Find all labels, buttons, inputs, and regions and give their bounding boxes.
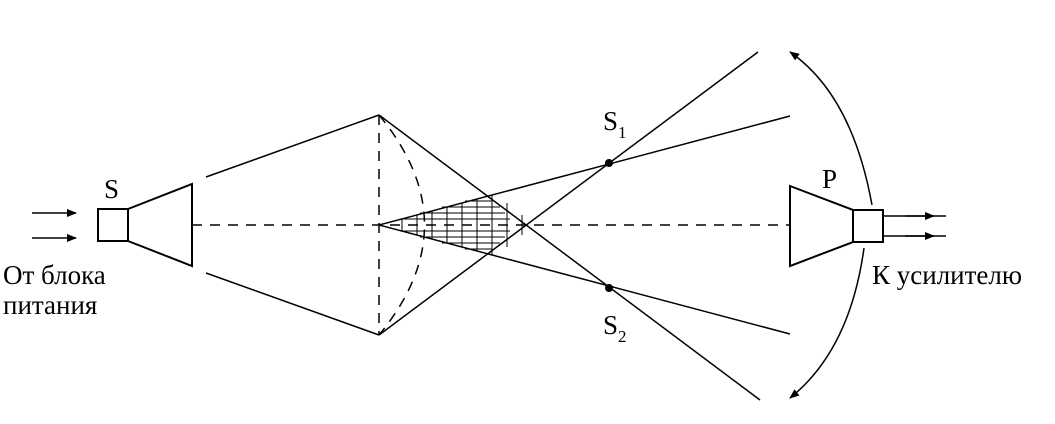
reflected-rays: [378, 51, 761, 401]
motion-arc: [789, 51, 873, 206]
label-power-line2: питания: [3, 290, 98, 320]
fan-rays: [378, 115, 791, 335]
label-receiver: P: [822, 164, 838, 194]
source-speaker-icon: [97, 182, 193, 268]
label-source: S: [104, 174, 120, 204]
label-s2-sub: 2: [618, 327, 627, 346]
beam-lines: [205, 114, 380, 336]
point-s2: [605, 284, 613, 292]
receiver-speaker-icon: [789, 184, 884, 268]
motion-arc-lower: [789, 247, 865, 399]
label-s1: S1: [603, 106, 627, 142]
label-s1-sub: 1: [618, 123, 627, 142]
label-s2: S2: [603, 310, 627, 346]
hatched-region: [400, 195, 523, 255]
label-amplifier: К усилителю: [872, 260, 1023, 290]
point-s1: [605, 159, 613, 167]
input-arrows: [32, 209, 77, 242]
label-power-line1: От блока: [3, 260, 106, 290]
output-arrows: [883, 212, 946, 240]
label-s1-main: S: [603, 106, 619, 136]
label-s2-main: S: [603, 310, 619, 340]
